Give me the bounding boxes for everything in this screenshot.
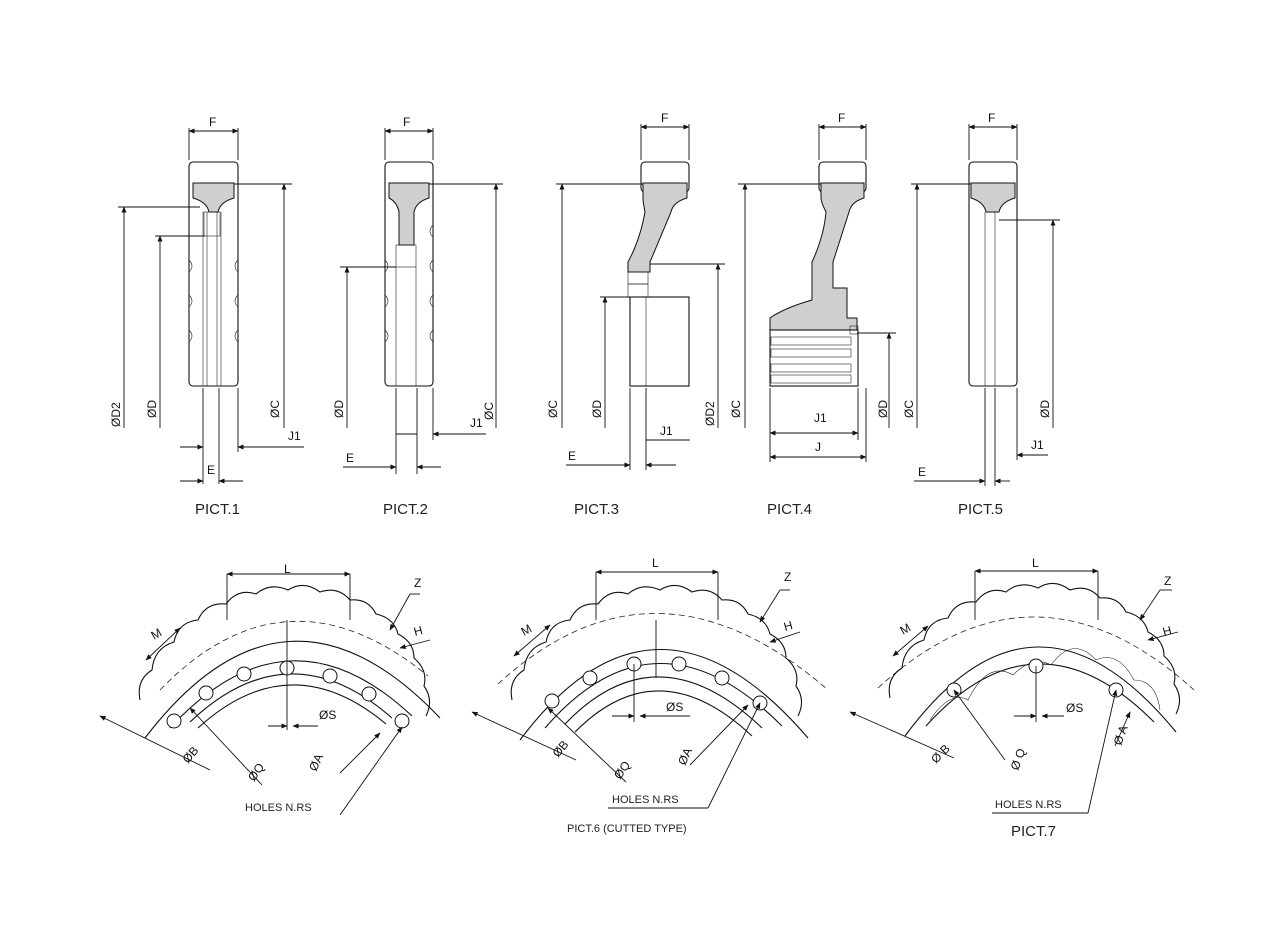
pict6-q-label: ØQ [611, 758, 633, 781]
pict6-l-label: L [652, 556, 659, 570]
segment-left-h-label: H [412, 623, 424, 639]
pict6-h-label: H [782, 618, 794, 634]
pict6-s-label: ØS [666, 700, 683, 714]
pict5-c-label: ØC [902, 400, 916, 418]
pict7-q-label: Ø Q [1008, 747, 1029, 772]
pict7-holes-label: HOLES N.RS [995, 799, 1062, 811]
pict1-caption: PICT.1 [195, 501, 240, 518]
pict5-j1-label: J1 [1031, 438, 1044, 452]
pict1-c-label: ØC [268, 400, 282, 418]
pict2-f-label: F [403, 115, 410, 129]
pict6-drawing [471, 569, 829, 809]
segment-left-b-label: ØB [180, 744, 202, 766]
pict2-profile [340, 128, 503, 474]
pict4-c-label: ØC [729, 400, 743, 418]
pict2-d-label: ØD [332, 400, 346, 418]
pict7-m-label: M [898, 620, 914, 637]
pict3-caption: PICT.3 [574, 501, 619, 518]
pict4-j-label: J [815, 440, 821, 454]
segment-left-s-label: ØS [319, 708, 336, 722]
segment-left-drawing [99, 571, 441, 816]
pict1-j1-label: J1 [288, 429, 301, 443]
pict7-h-label: H [1161, 623, 1173, 639]
pict6-m-label: M [519, 621, 535, 638]
pict4-f-label: F [838, 111, 845, 125]
pict2-c-label: ØC [482, 402, 496, 420]
pict5-caption: PICT.5 [958, 501, 1003, 518]
pict3-j1-label: J1 [660, 424, 673, 438]
pict5-e-label: E [918, 465, 926, 479]
segment-left-l-label: L [284, 562, 291, 576]
pict7-s-label: ØS [1066, 701, 1083, 715]
pict7-caption: PICT.7 [1011, 823, 1056, 840]
pict3-d2-label: ØD2 [703, 401, 717, 426]
pict3-profile [556, 124, 725, 470]
pict3-e-label: E [568, 449, 576, 463]
pict4-j1-label: J1 [814, 411, 827, 425]
pict2-j1-label: J1 [470, 416, 483, 430]
pict1-d-label: ØD [145, 400, 159, 418]
segment-left-q-label: ØQ [245, 760, 267, 783]
pict4-d-label: ØD [876, 400, 890, 418]
pict2-caption: PICT.2 [383, 501, 428, 518]
pict6-caption: PICT.6 (CUTTED TYPE) [567, 823, 687, 835]
pict3-d-label: ØD [590, 400, 604, 418]
pict4-profile [738, 124, 896, 462]
segment-left-holes-label: HOLES N.RS [245, 802, 312, 814]
pict3-c-label: ØC [546, 400, 560, 418]
pict1-e-label: E [207, 463, 215, 477]
pict7-drawing [849, 568, 1195, 814]
pict6-a-label: ØA [675, 746, 695, 768]
pict7-b-label: Ø B [928, 742, 953, 767]
pict5-profile [911, 124, 1060, 486]
pict4-caption: PICT.4 [767, 501, 812, 518]
pict2-e-label: E [346, 451, 354, 465]
segment-left-z-label: Z [414, 576, 421, 590]
segment-left-a-label: ØA [306, 752, 326, 774]
pict7-z-label: Z [1164, 574, 1171, 588]
pict1-profile [118, 128, 304, 484]
segment-left-m-label: M [149, 625, 165, 642]
pict6-z-label: Z [784, 570, 791, 584]
pict1-f-label: F [209, 115, 216, 129]
pict6-holes-label: HOLES N.RS [612, 794, 679, 806]
pict5-f-label: F [988, 111, 995, 125]
pict1-d2-label: ØD2 [109, 402, 123, 427]
pict7-l-label: L [1032, 556, 1039, 570]
pict3-f-label: F [661, 111, 668, 125]
pict7-a-label: Ø A [1111, 723, 1131, 747]
pict5-d-label: ØD [1038, 400, 1052, 418]
